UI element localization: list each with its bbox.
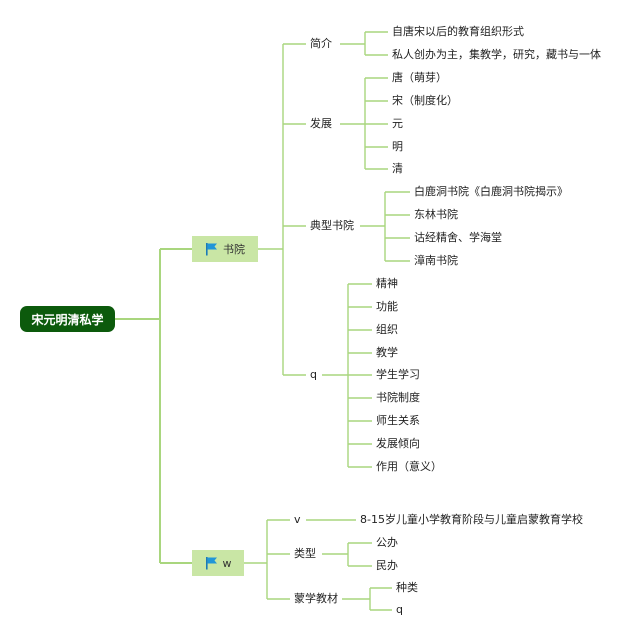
textbooks-item[interactable]: 种类 <box>396 581 418 594</box>
q-item[interactable]: 精神 <box>376 277 398 290</box>
v-item[interactable]: 8-15岁儿童小学教育阶段与儿童启蒙教育学校 <box>360 513 583 526</box>
intro-item[interactable]: 自唐宋以后的教育组织形式 <box>392 25 524 38</box>
topic-q[interactable]: q <box>310 368 317 381</box>
topic-types[interactable]: 类型 <box>294 547 316 560</box>
q-item[interactable]: 组织 <box>376 323 398 336</box>
types-item[interactable]: 民办 <box>376 559 398 572</box>
typical-item[interactable]: 漳南书院 <box>414 254 458 267</box>
topic-intro[interactable]: 简介 <box>310 37 332 50</box>
q-item[interactable]: 教学 <box>376 346 398 359</box>
q-item[interactable]: 发展倾向 <box>376 437 420 450</box>
branch-node-w[interactable]: w <box>192 550 244 576</box>
topic-typical-academies[interactable]: 典型书院 <box>310 219 354 232</box>
development-item[interactable]: 宋（制度化） <box>392 94 458 107</box>
development-item[interactable]: 清 <box>392 162 403 175</box>
typical-item[interactable]: 白鹿洞书院《白鹿洞书院揭示》 <box>414 185 568 198</box>
branch-label: w <box>222 556 232 570</box>
q-item[interactable]: 功能 <box>376 300 398 313</box>
development-item[interactable]: 元 <box>392 117 403 130</box>
typical-item[interactable]: 诂经精舍、学海堂 <box>414 231 502 244</box>
topic-development[interactable]: 发展 <box>310 117 332 130</box>
topic-v[interactable]: v <box>294 513 301 526</box>
root-label: 宋元明清私学 <box>31 312 104 327</box>
development-item[interactable]: 唐（萌芽） <box>392 71 447 84</box>
development-item[interactable]: 明 <box>392 140 403 153</box>
root-node[interactable]: 宋元明清私学 <box>20 306 115 332</box>
topic-textbooks[interactable]: 蒙学教材 <box>294 592 338 605</box>
flag-icon <box>206 243 217 256</box>
typical-item[interactable]: 东林书院 <box>414 208 458 221</box>
branch-node-academy[interactable]: 书院 <box>192 236 258 262</box>
q-item[interactable]: 书院制度 <box>376 391 420 404</box>
q-item[interactable]: 作用（意义） <box>376 460 442 473</box>
intro-item[interactable]: 私人创办为主，集教学，研究，藏书与一体 <box>392 48 601 61</box>
q-item[interactable]: 学生学习 <box>376 368 420 381</box>
flag-icon <box>205 557 217 570</box>
q-item[interactable]: 师生关系 <box>376 414 420 427</box>
types-item[interactable]: 公办 <box>376 536 398 549</box>
textbooks-item[interactable]: q <box>396 603 403 616</box>
branch-label: 书院 <box>223 243 245 256</box>
